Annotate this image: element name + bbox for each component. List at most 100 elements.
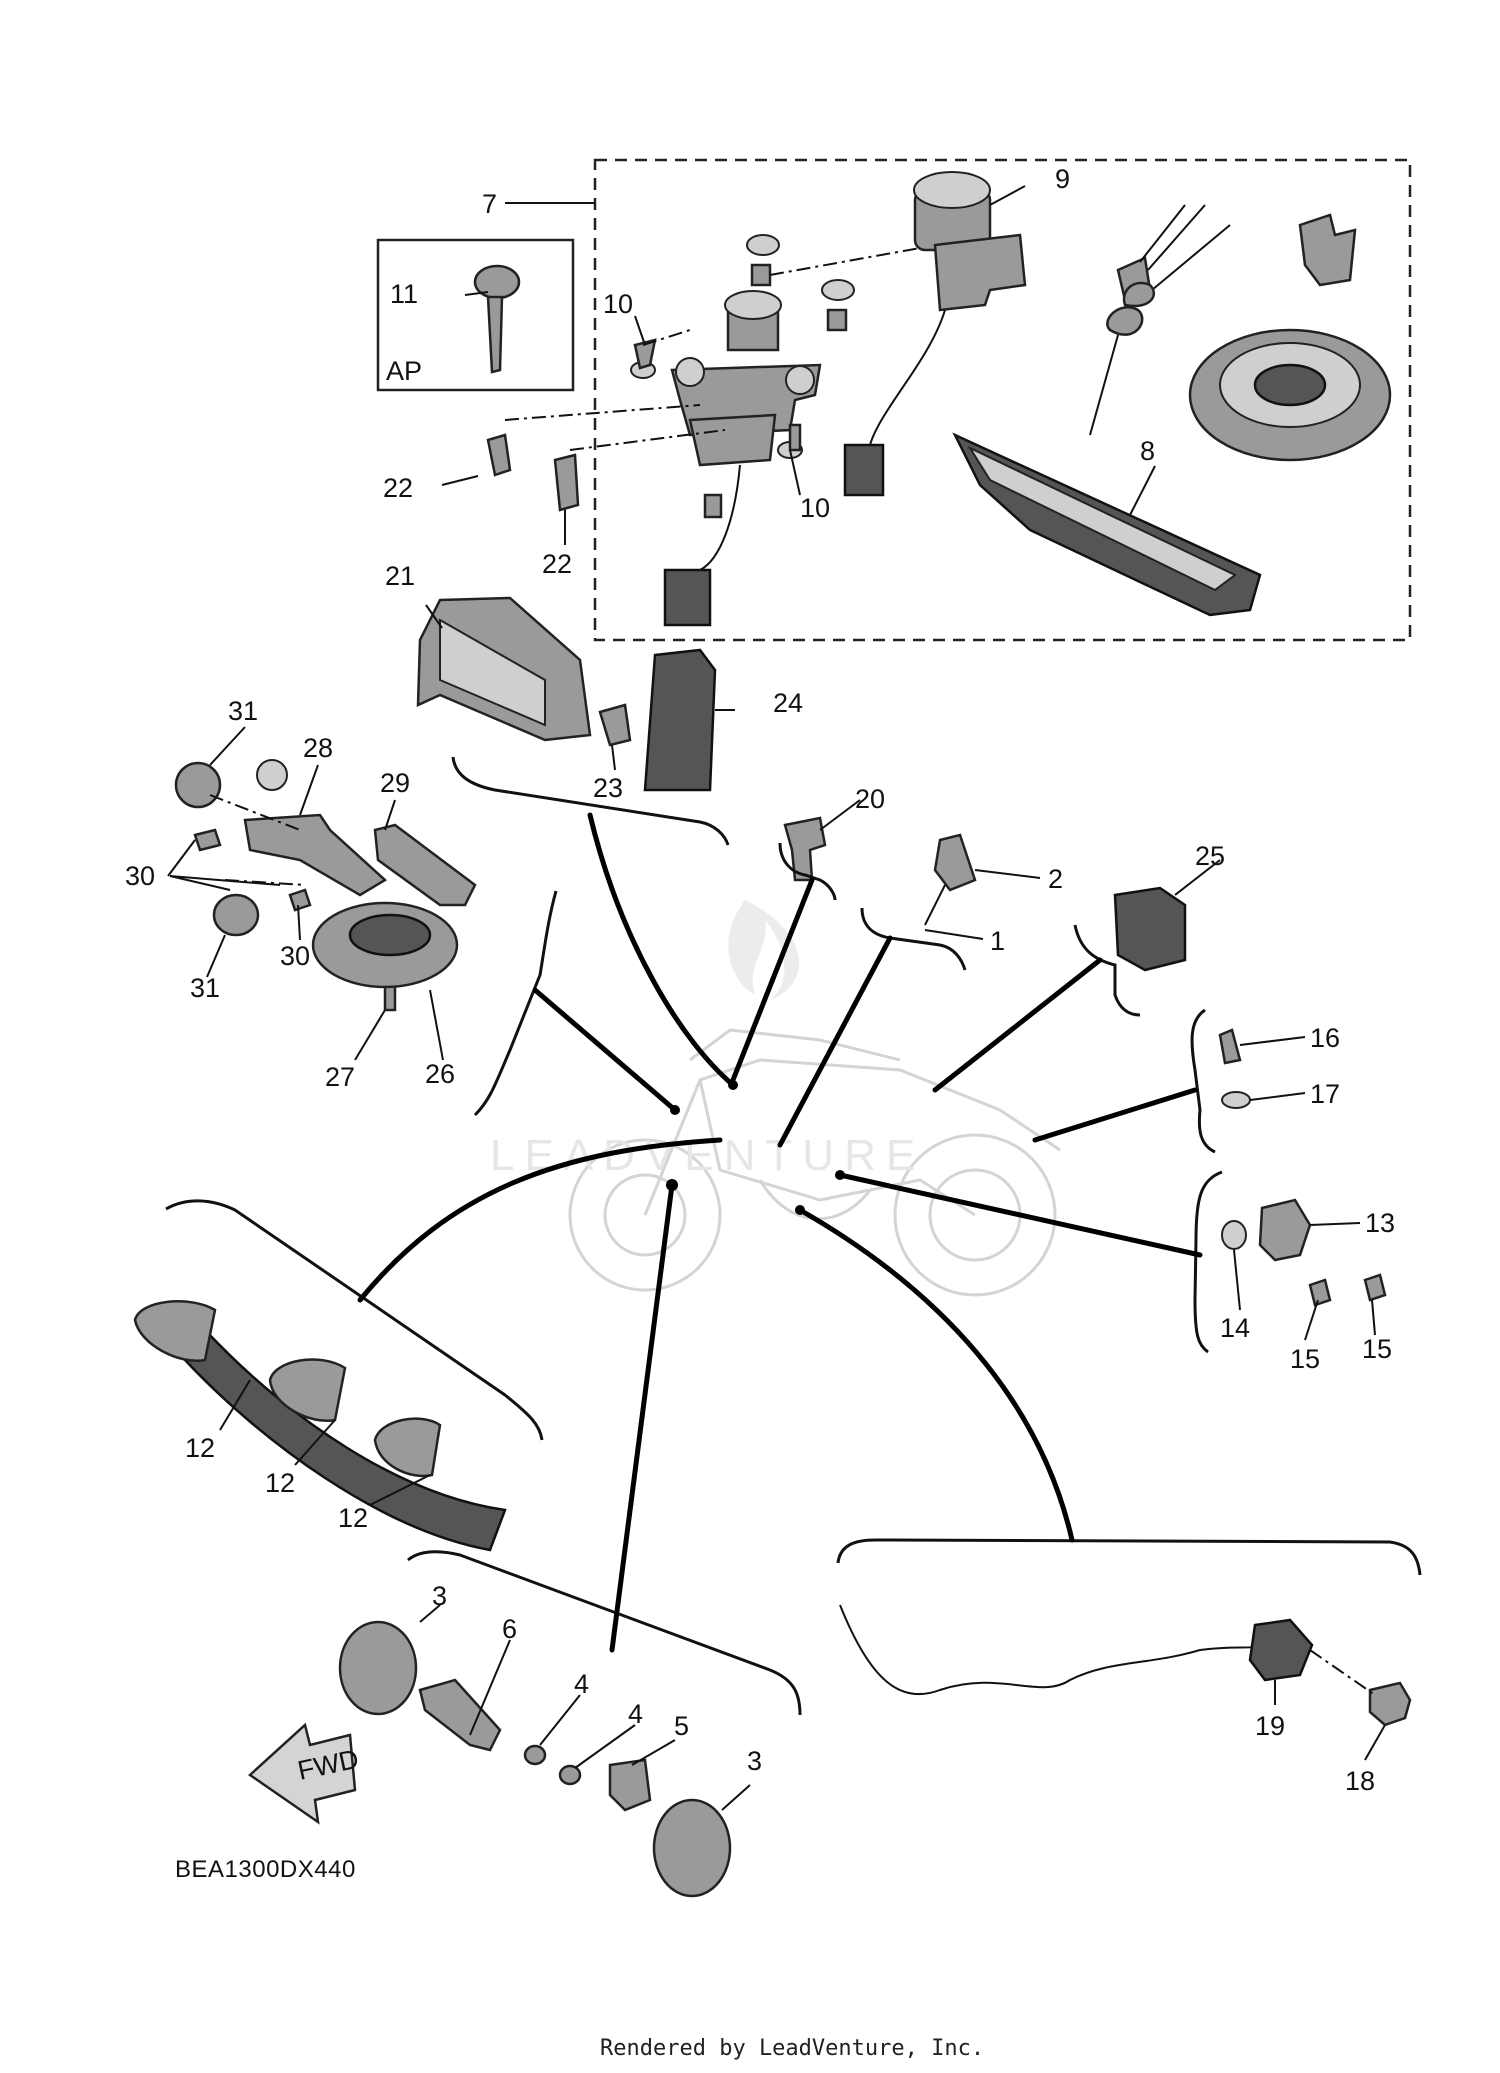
fuel-tank-cap	[1188, 328, 1392, 462]
bracket-sensor-20	[778, 842, 837, 901]
callout-12-c: 12	[338, 1503, 368, 1533]
bracket-right-13	[1193, 1170, 1223, 1354]
callout-1: 1	[990, 926, 1005, 956]
small-plug	[703, 493, 723, 519]
cover-3-right	[652, 1798, 732, 1898]
damper	[174, 761, 222, 809]
nut-4	[523, 1744, 547, 1766]
connector-20	[730, 877, 815, 1083]
connector-16	[1032, 1087, 1198, 1143]
relay-25	[1113, 886, 1187, 972]
sensor-20	[783, 816, 827, 882]
connector-injectors	[357, 1137, 723, 1303]
bracket-horn-group	[473, 890, 558, 1117]
keys	[1089, 204, 1231, 436]
connector-1	[777, 935, 893, 1148]
callout-15-right: 15	[1362, 1334, 1392, 1364]
horn	[311, 901, 459, 989]
callout-5: 5	[674, 1711, 689, 1741]
callout-31-bottom: 31	[190, 973, 220, 1003]
callout-31-top: 31	[228, 696, 258, 726]
connector-horn	[532, 987, 678, 1113]
callout-17: 17	[1310, 1079, 1340, 1109]
callout-30-left: 30	[125, 861, 155, 891]
sensor-13	[1258, 1198, 1312, 1262]
callout-3-left: 3	[432, 1581, 447, 1611]
horn-bracket-eye	[256, 759, 288, 791]
grommet-19	[1248, 1618, 1314, 1682]
callout-24: 24	[773, 688, 803, 718]
callout-2: 2	[1048, 864, 1063, 894]
gasket-17	[1221, 1091, 1251, 1109]
cover-3-left	[338, 1620, 418, 1716]
key-plate-face	[967, 445, 1237, 592]
callout-10-right: 10	[800, 493, 830, 523]
callout-27: 27	[325, 1062, 355, 1092]
fuse-box-cover	[643, 648, 717, 792]
watermark-flame-icon	[728, 900, 800, 1000]
callout-6: 6	[502, 1614, 517, 1644]
bracket-injectors	[165, 1199, 544, 1441]
bolt	[193, 828, 222, 852]
bolt	[1363, 1273, 1387, 1302]
bolt	[553, 453, 580, 512]
washer	[821, 279, 855, 301]
nut-4	[558, 1764, 582, 1786]
callout-25: 25	[1195, 841, 1225, 871]
bracket-right-16	[1190, 1008, 1216, 1154]
callout-26: 26	[425, 1059, 455, 1089]
bracket-sensor-1	[860, 907, 967, 971]
ecu-bracket-face	[439, 618, 546, 727]
callout-7: 7	[482, 189, 497, 219]
ap-badge: AP	[386, 356, 422, 386]
bolt	[598, 703, 632, 747]
seat-lock	[843, 171, 1027, 497]
fuel-rail-injectors	[133, 1300, 507, 1552]
bolt	[383, 983, 397, 1012]
sensor-18	[1368, 1681, 1412, 1727]
callout-23: 23	[593, 773, 623, 803]
bolt	[288, 888, 312, 912]
connector-o2	[797, 1207, 1075, 1543]
callout-28: 28	[303, 733, 333, 763]
connector-ecu	[587, 812, 736, 1088]
damper	[212, 893, 260, 937]
key-blank	[473, 264, 521, 374]
attach-point	[728, 1080, 738, 1090]
callout-11: 11	[390, 279, 418, 309]
callout-22-bottom: 22	[542, 549, 572, 579]
bolt	[788, 423, 802, 452]
callout-30-bottom: 30	[280, 941, 310, 971]
bracket-ecu-group	[451, 756, 730, 846]
callout-29: 29	[380, 768, 410, 798]
sensor-16	[1218, 1028, 1242, 1065]
collar	[750, 263, 772, 287]
connector-25	[932, 957, 1103, 1093]
callout-20: 20	[855, 784, 885, 814]
bolt	[1308, 1278, 1332, 1307]
stay-6	[418, 1678, 502, 1752]
bracket-relay-25	[1073, 924, 1141, 1017]
ignition-set-box	[593, 158, 1412, 642]
ap-inset-box	[376, 238, 575, 392]
callout-19: 19	[1255, 1711, 1285, 1741]
callout-9: 9	[1055, 164, 1070, 194]
collar	[826, 308, 848, 332]
callout-16: 16	[1310, 1023, 1340, 1053]
sensor-2	[933, 833, 977, 892]
callout-13: 13	[1365, 1208, 1395, 1238]
o2-sensor-lead	[839, 1604, 1261, 1696]
callout-12-b: 12	[265, 1468, 295, 1498]
bracket-o2-sensor	[836, 1538, 1422, 1576]
callout-4-right: 4	[628, 1699, 643, 1729]
callout-22-left: 22	[383, 473, 413, 503]
horn-bracket	[243, 813, 388, 897]
callout-8: 8	[1140, 436, 1155, 466]
connector-13	[837, 1172, 1203, 1258]
main-switch	[663, 290, 822, 627]
attach-point	[670, 1105, 680, 1115]
callout-18: 18	[1345, 1766, 1375, 1796]
bolt	[633, 338, 657, 370]
bracket-speed-sensor	[407, 1550, 802, 1716]
forward-arrow-icon: FWD	[247, 1722, 361, 1825]
